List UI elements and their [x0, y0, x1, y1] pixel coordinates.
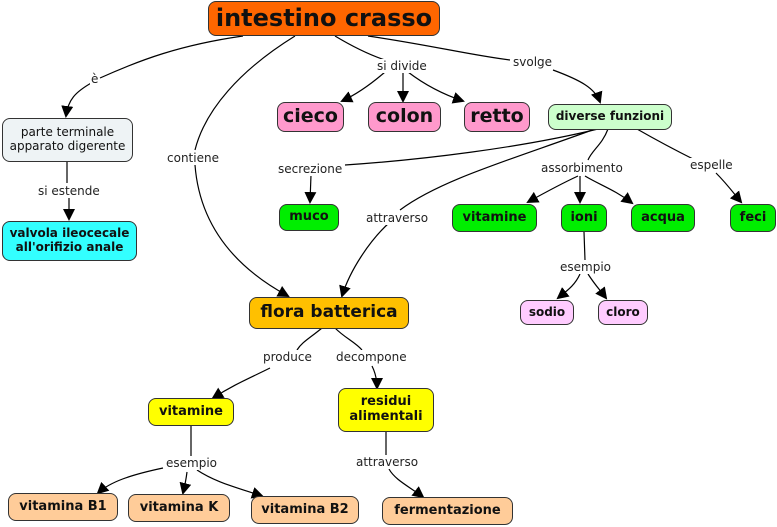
link-label-esempio-vitamine: esempio — [165, 456, 218, 470]
node-intestino-crasso[interactable]: intestino crasso — [208, 1, 440, 36]
node-valvola-ileocecale[interactable]: valvola ileocecale all'orifizio anale — [2, 221, 137, 261]
link-label-secrezione: secrezione — [277, 162, 344, 176]
node-ioni[interactable]: ioni — [561, 204, 607, 232]
node-acqua[interactable]: acqua — [631, 204, 695, 232]
link-label-contiene: contiene — [166, 151, 220, 165]
node-feci[interactable]: feci — [730, 204, 776, 232]
node-retto[interactable]: retto — [464, 102, 530, 132]
node-fermentazione[interactable]: fermentazione — [382, 497, 513, 525]
node-vitamine[interactable]: vitamine — [148, 398, 234, 426]
link-label-esempio-ioni: esempio — [559, 260, 612, 274]
link-label-assorbimento: assorbimento — [540, 161, 624, 175]
node-vitamina-b2[interactable]: vitamina B2 — [251, 496, 359, 524]
node-parte-terminale[interactable]: parte terminale apparato digerente — [2, 118, 133, 162]
node-sodio[interactable]: sodio — [520, 300, 574, 325]
link-label-decompone: decompone — [335, 350, 408, 364]
link-label-si-divide: si divide — [376, 59, 428, 73]
node-colon[interactable]: colon — [368, 102, 441, 132]
link-label-attraverso-fermentazione: attraverso — [355, 455, 420, 469]
node-flora-batterica[interactable]: flora batterica — [249, 297, 409, 329]
link-label-produce: produce — [262, 350, 313, 364]
node-cieco[interactable]: cieco — [277, 102, 344, 132]
node-diverse-funzioni[interactable]: diverse funzioni — [548, 104, 672, 130]
node-vitamine-assorbimento[interactable]: vitamine — [452, 204, 537, 232]
node-cloro[interactable]: cloro — [598, 300, 648, 325]
link-label-si-estende: si estende — [37, 184, 101, 198]
node-vitamina-k[interactable]: vitamina K — [128, 494, 230, 522]
node-muco[interactable]: muco — [279, 204, 339, 231]
link-label-svolge: svolge — [512, 55, 554, 69]
link-label-attraverso-flora: attraverso — [365, 211, 430, 225]
link-label-e: è — [90, 72, 100, 86]
node-vitamina-b1[interactable]: vitamina B1 — [8, 493, 118, 521]
node-residui-alimentali[interactable]: residui alimentali — [338, 388, 434, 432]
link-label-espelle: espelle — [689, 158, 734, 172]
